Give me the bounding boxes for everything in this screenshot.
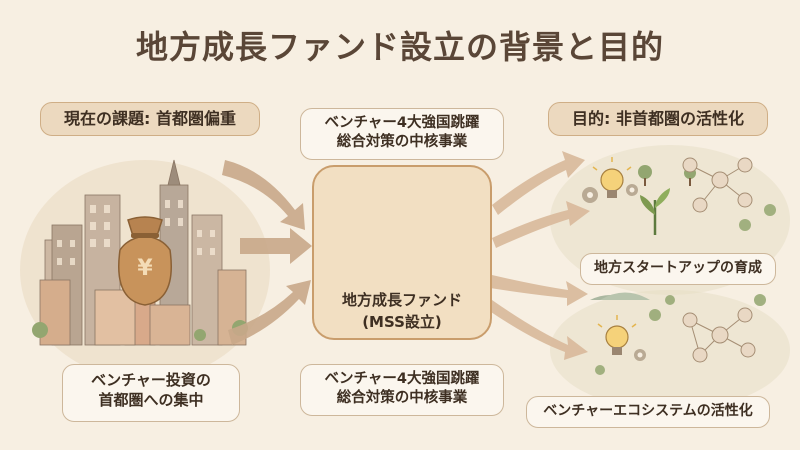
left-header-text: 現在の課題: 首都圏偏重: [64, 109, 236, 128]
money-bag-icon: [118, 216, 172, 306]
goal-local-startups: 地方スタートアップの育成: [580, 253, 776, 285]
fund-subtitle: (MSS設立): [362, 313, 442, 331]
left-header: 現在の課題: 首都圏偏重: [40, 102, 260, 136]
goal-ecosystem-text: ベンチャーエコシステムの活性化: [543, 403, 753, 419]
page-title: 地方成長ファンド設立の背景と目的: [135, 28, 664, 66]
left-caption: ベンチャー投資の 首都圏への集中: [62, 364, 240, 422]
center-bottom-line2: 総合対策の中核事業: [336, 389, 468, 406]
hills-icon: [590, 292, 650, 300]
lightbulb-icon: [592, 157, 632, 198]
center-bottom-note: ベンチャー4大強国跳躍 総合対策の中核事業: [300, 364, 504, 416]
lightbulb-icon-2: [597, 315, 637, 355]
left-caption-line1: ベンチャー投資の: [91, 371, 211, 389]
gear-icon-2: [634, 349, 646, 361]
money-symbol: ¥: [137, 256, 153, 281]
goal-local-startups-text: 地方スタートアップの育成: [594, 260, 762, 276]
network-icon: [682, 157, 753, 213]
fund-name: 地方成長ファンド: [341, 291, 462, 309]
fund-box: 地方成長ファンド (MSS設立): [312, 165, 492, 340]
right-header: 目的: 非首都圏の活性化: [548, 102, 768, 136]
center-top-line2: 総合対策の中核事業: [336, 133, 468, 150]
left-caption-line2: 首都圏への集中: [98, 390, 204, 409]
network-icon-2: [682, 307, 756, 363]
right-header-text: 目的: 非首都圏の活性化: [572, 109, 744, 128]
center-top-note: ベンチャー4大強国跳躍 総合対策の中核事業: [300, 108, 504, 160]
center-top-line1: ベンチャー4大強国跳躍: [324, 115, 480, 131]
gear-icon: [582, 184, 638, 203]
center-bottom-line1: ベンチャー4大強国跳躍: [324, 371, 480, 387]
inflow-arrows: [222, 160, 312, 345]
outflow-arrows: [488, 151, 590, 360]
goal-ecosystem: ベンチャーエコシステムの活性化: [526, 396, 770, 428]
